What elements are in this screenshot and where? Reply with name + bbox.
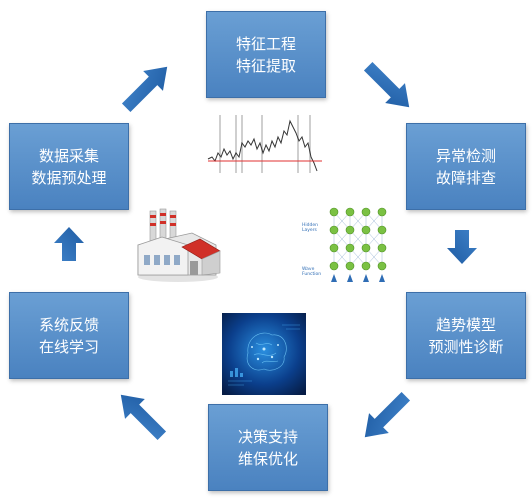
arrow-decision-to-feedback xyxy=(120,394,167,441)
anomaly-detection-line2: 故障排查 xyxy=(435,168,496,187)
system-feedback-line1: 系统反馈 xyxy=(38,315,99,334)
line-chart-thumbnail xyxy=(206,113,324,175)
data-collection-box: 数据采集 数据预处理 xyxy=(9,123,129,210)
trend-model-line2: 预测性诊断 xyxy=(428,337,504,356)
arrow-feedback-to-collection xyxy=(54,227,84,261)
decision-support-line1: 决策支持 xyxy=(237,427,298,446)
arrow-features-to-anomaly xyxy=(363,61,410,108)
data-collection-line1: 数据采集 xyxy=(38,146,99,165)
decision-support-box: 决策支持 维保优化 xyxy=(208,404,328,491)
arrow-anomaly-to-trend xyxy=(447,230,477,264)
anomaly-detection-box: 异常检测 故障排查 xyxy=(406,123,526,210)
factory-icon xyxy=(137,208,221,282)
decision-support-line2: 维保优化 xyxy=(237,449,298,468)
system-feedback-line2: 在线学习 xyxy=(38,337,99,356)
trend-model-box: 趋势模型 预测性诊断 xyxy=(406,292,526,379)
arrow-trend-to-decision xyxy=(364,391,411,438)
anomaly-detection-line1: 异常检测 xyxy=(435,146,496,165)
system-feedback-box: 系统反馈 在线学习 xyxy=(9,292,129,379)
ai-brain-thumbnail xyxy=(222,313,306,395)
feature-engineering-box: 特征工程 特征提取 xyxy=(206,11,326,98)
feature-engineering-line1: 特征工程 xyxy=(235,34,296,53)
feature-engineering-line2: 特征提取 xyxy=(235,56,296,75)
arrow-collection-to-features xyxy=(121,66,168,113)
trend-model-line1: 趋势模型 xyxy=(435,315,496,334)
data-collection-line2: 数据预处理 xyxy=(31,168,107,187)
